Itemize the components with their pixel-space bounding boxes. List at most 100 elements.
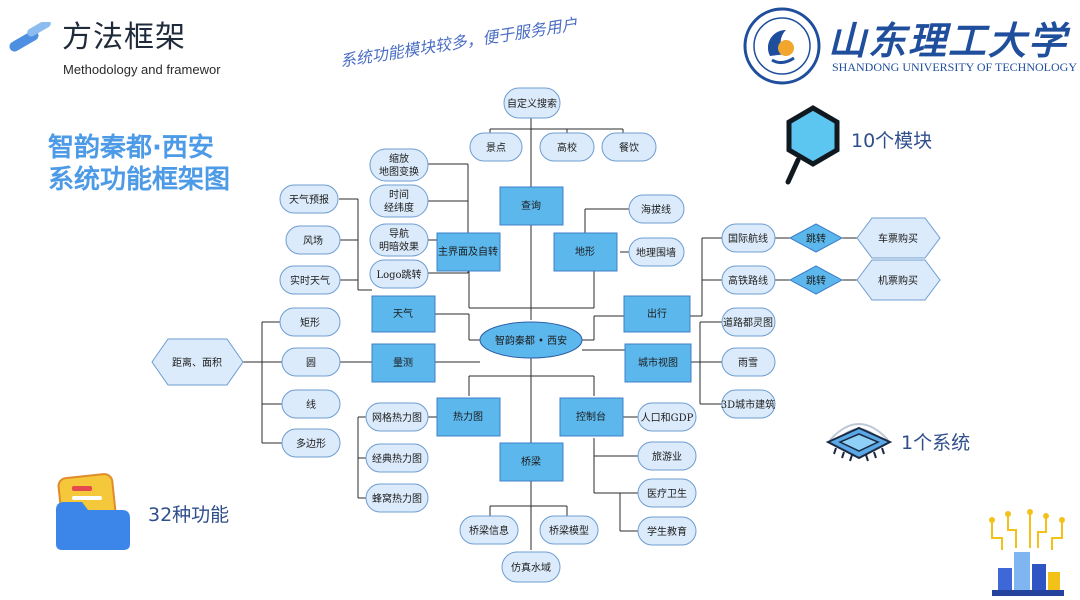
- connector-lines: [243, 118, 857, 550]
- leaf-distance-area: [151, 338, 244, 386]
- leaf-circle: [281, 347, 341, 377]
- node-label-time-line2: 经纬度: [384, 201, 414, 214]
- center-node: 智韵秦都 • 西安: [479, 321, 583, 359]
- node-label-rain-snow: 雨雪: [738, 357, 758, 369]
- node-label-elevation: 海拔线: [641, 203, 671, 216]
- leaf-bus-ticket: [856, 217, 941, 259]
- module-measure: [371, 343, 436, 383]
- node-label-bus-ticket: 车票购买: [878, 232, 918, 245]
- node-label-zoom-line2: 地图变换: [379, 165, 419, 178]
- node-label-road-light: 道路都灵图: [723, 316, 773, 329]
- node-label-rect: 矩形: [300, 316, 320, 329]
- jump-diamond-2: [788, 265, 844, 295]
- page-title: 方法框架: [62, 20, 186, 55]
- leaf-scenic: [469, 132, 523, 162]
- leaf-rain-snow: [721, 347, 776, 377]
- module-main-ui-label: 主界面及自转: [438, 245, 498, 258]
- leaf-rect: [279, 307, 341, 337]
- module-terrain: [553, 232, 618, 272]
- university-name-cn: 山东理工大学: [828, 18, 1069, 63]
- node-label-hsr-route: 高铁路线: [728, 274, 768, 287]
- leaf-city-3d: [721, 389, 776, 419]
- node-label-center: 智韵秦都 • 西安: [495, 334, 567, 347]
- node-label-geo-wall: 地理围墙: [636, 246, 676, 259]
- leaf-logo-jump: [369, 259, 429, 289]
- module-query: [499, 186, 564, 226]
- jump-diamond-1: [788, 223, 844, 253]
- node-label-scenic: 景点: [486, 142, 506, 154]
- module-terrain-label: 地形: [575, 245, 595, 258]
- node-label-realtime-weather: 实时天气: [290, 274, 330, 287]
- leaf-line: [281, 389, 341, 419]
- leaf-zoom: [369, 148, 429, 182]
- leaf-classic-heat: [365, 443, 429, 473]
- node-label-water-sim: 仿真水域: [511, 561, 551, 574]
- leaf-polygon: [281, 428, 341, 458]
- page-subtitle: Methodology and framewor: [63, 62, 221, 77]
- module-measure-label: 量测: [393, 356, 413, 369]
- node-label-bridge-info: 桥梁信息: [469, 524, 509, 537]
- module-query-label: 查询: [521, 199, 541, 212]
- leaf-health: [637, 478, 697, 508]
- leaf-university: [539, 132, 595, 162]
- leaf-bridge-model: [539, 515, 599, 545]
- node-label-dining: 餐饮: [619, 141, 639, 154]
- node-label-pop-gdp: 人口和GDP: [641, 412, 694, 424]
- module-city-view: [624, 343, 692, 383]
- diagram-title-line2: 系统功能框架图: [48, 165, 231, 195]
- node-label-line: 线: [306, 398, 316, 411]
- chip-icon: [825, 423, 893, 462]
- leaf-hex-heat: [365, 483, 429, 513]
- folder-icon: [56, 473, 130, 550]
- leaf-dining: [601, 132, 657, 162]
- leaf-education: [637, 516, 697, 546]
- diagram-title: 智韵秦都·西安 系统功能框架图: [48, 132, 230, 196]
- leaf-wind: [285, 225, 341, 255]
- leaf-tourism: [637, 441, 697, 471]
- node-label-forecast: 天气预报: [289, 193, 329, 206]
- leaf-air-ticket: [856, 259, 941, 301]
- leaf-grid-heat: [365, 402, 429, 432]
- node-label-circle: 圆: [306, 357, 316, 369]
- node-label-distance-area: 距离、面积: [172, 356, 222, 369]
- leaf-nav: [369, 223, 429, 257]
- leaf-road-light: [721, 307, 776, 337]
- leaf-forecast: [279, 184, 339, 214]
- module-console: [559, 397, 624, 437]
- leaf-bridge-info: [459, 515, 519, 545]
- node-label-zoom-line1: 缩放: [389, 152, 409, 165]
- module-bridge-label: 桥梁: [521, 455, 541, 468]
- node-label-wind: 风场: [303, 234, 323, 247]
- leaf-time: [369, 184, 429, 218]
- node-label-intl-route: 国际航线: [728, 232, 768, 245]
- module-bridge: [499, 442, 564, 482]
- module-heatmap: [436, 397, 501, 437]
- node-label-bridge-model: 桥梁模型: [549, 524, 589, 537]
- node-label-nav-line2: 明暗效果: [379, 240, 419, 253]
- module-travel: [623, 295, 691, 333]
- circuit-building-icon: [989, 509, 1065, 596]
- leaf-water-sim: [501, 551, 561, 583]
- module-city-view-label: 城市视图: [638, 356, 678, 369]
- leaf-geo-wall: [628, 237, 685, 267]
- module-heatmap-label: 热力图: [453, 410, 483, 423]
- leaf-elevation: [628, 194, 685, 224]
- stat-systems: 1个系统: [901, 432, 971, 454]
- node-label-grid-heat: 网格热力图: [372, 411, 422, 424]
- node-label-hex-heat: 蜂窝热力图: [372, 492, 422, 505]
- node-label-classic-heat: 经典热力图: [372, 452, 422, 465]
- module-main-ui: [436, 232, 501, 272]
- header-accent-icon: [9, 22, 51, 52]
- stat-modules: 10个模块: [851, 130, 933, 152]
- leaf-realtime-weather: [279, 265, 341, 295]
- node-label-custom-search: 自定义搜索: [507, 97, 557, 110]
- module-travel-label: 出行: [647, 307, 667, 320]
- leaf-hsr-route: [721, 265, 776, 295]
- node-label-jump1: 跳转: [806, 232, 826, 245]
- node-label-health: 医疗卫生: [647, 487, 687, 500]
- module-weather: [371, 295, 436, 333]
- university-name-en: SHANDONG UNIVERSITY OF TECHNOLOGY: [832, 60, 1077, 74]
- leaf-intl-route: [721, 223, 776, 253]
- leaf-custom-search: [503, 87, 561, 119]
